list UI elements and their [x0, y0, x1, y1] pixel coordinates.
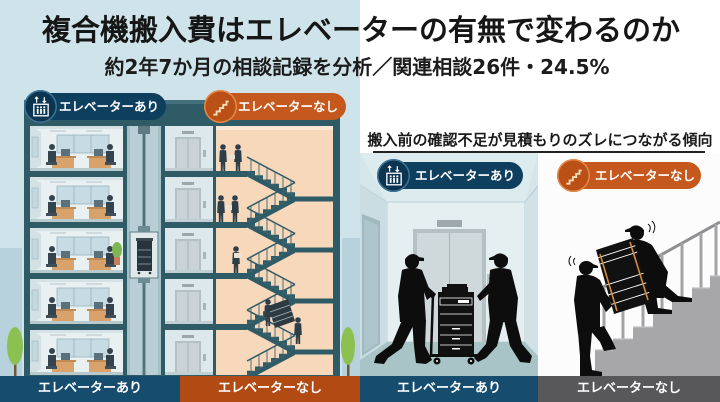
- stairs-icon: [557, 159, 590, 192]
- share-percentage: 24.5%: [540, 55, 610, 79]
- comparison-heading: 搬入前の確認不足が見積もりのズレにつながる傾向: [367, 131, 713, 149]
- subtitle: 約2年7か月の相談記録を分析／関連相談26件・24.5%: [0, 55, 714, 79]
- copier-icon: [438, 284, 474, 354]
- building-cross-section-illustration: [0, 100, 360, 376]
- elevator-icon: [377, 159, 410, 192]
- footer-label-bar: エレベーターあり エレベーターなし エレベーターあり エレベーターなし: [0, 376, 720, 402]
- dot-separator: ・: [520, 55, 541, 79]
- mover-lower-silhouette: [574, 260, 616, 376]
- badge-with-elevator: エレベーターあり: [377, 159, 523, 192]
- badge-label: エレベーターあり: [415, 168, 516, 183]
- separator: ／: [372, 55, 393, 79]
- badge-without-elevator: エレベーターなし: [557, 159, 701, 192]
- footer-label-with-elevator: エレベーターあり: [360, 376, 538, 402]
- copier-icon: [136, 238, 153, 275]
- footer-label-with-elevator: エレベーターあり: [0, 376, 180, 402]
- related-count: 26件: [472, 55, 521, 79]
- mover-left-silhouette: [374, 253, 436, 364]
- elevator-lobby: [164, 125, 214, 376]
- mover-right-silhouette: [474, 253, 532, 363]
- tree-icon: [7, 327, 355, 376]
- badge-without-elevator: エレベーターなし: [204, 90, 346, 123]
- elevator-shaft: [127, 126, 161, 375]
- stairs-icon: [204, 90, 237, 123]
- stairwell: [216, 126, 333, 376]
- strain-marks: [568, 220, 656, 267]
- page-title: 複合機搬入費はエレベーターの有無で変わるのか: [41, 13, 680, 47]
- copier-icon: [596, 238, 652, 314]
- footer-label-without-elevator: エレベーターなし: [180, 376, 360, 402]
- heading-underline: [373, 151, 705, 153]
- elevator-icon: [24, 90, 57, 123]
- related-label: 関連相談: [392, 55, 473, 79]
- badge-label: エレベーターなし: [595, 168, 696, 183]
- stairwell-workers: [217, 144, 302, 344]
- badge-label: エレベーターあり: [59, 99, 160, 114]
- elevator-car: [129, 226, 159, 283]
- hand-cart: [429, 293, 478, 365]
- analysis-period: 約2年7か月の相談記録を分析: [104, 55, 373, 79]
- copier-icon: [268, 299, 295, 328]
- badge-with-elevator: エレベーターあり: [24, 90, 166, 123]
- footer-label-without-elevator: エレベーターなし: [538, 376, 720, 402]
- hallway-floor: [360, 342, 538, 376]
- office-floors: [29, 125, 124, 376]
- badge-label: エレベーターなし: [238, 99, 339, 114]
